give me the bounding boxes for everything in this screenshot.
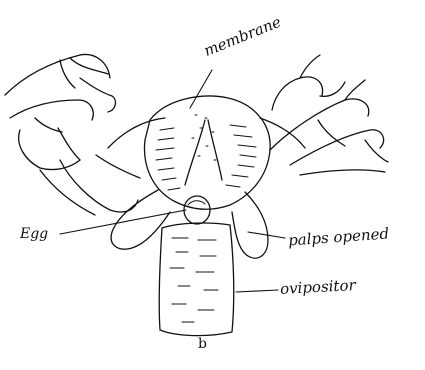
egg	[184, 196, 210, 224]
membrane-hatching	[156, 115, 256, 190]
ovipositor	[159, 223, 234, 336]
palps-leader	[248, 232, 285, 238]
figure-label: b	[198, 336, 207, 352]
membrane-leader	[190, 70, 212, 108]
label-egg: Egg	[20, 226, 48, 242]
membrane-body	[108, 96, 305, 209]
egg-leader	[60, 210, 186, 234]
left-legs	[5, 54, 140, 215]
right-legs	[270, 55, 388, 175]
palps	[111, 190, 268, 258]
ovipositor-hatching	[170, 238, 218, 322]
ovipositor-leader	[236, 290, 278, 292]
